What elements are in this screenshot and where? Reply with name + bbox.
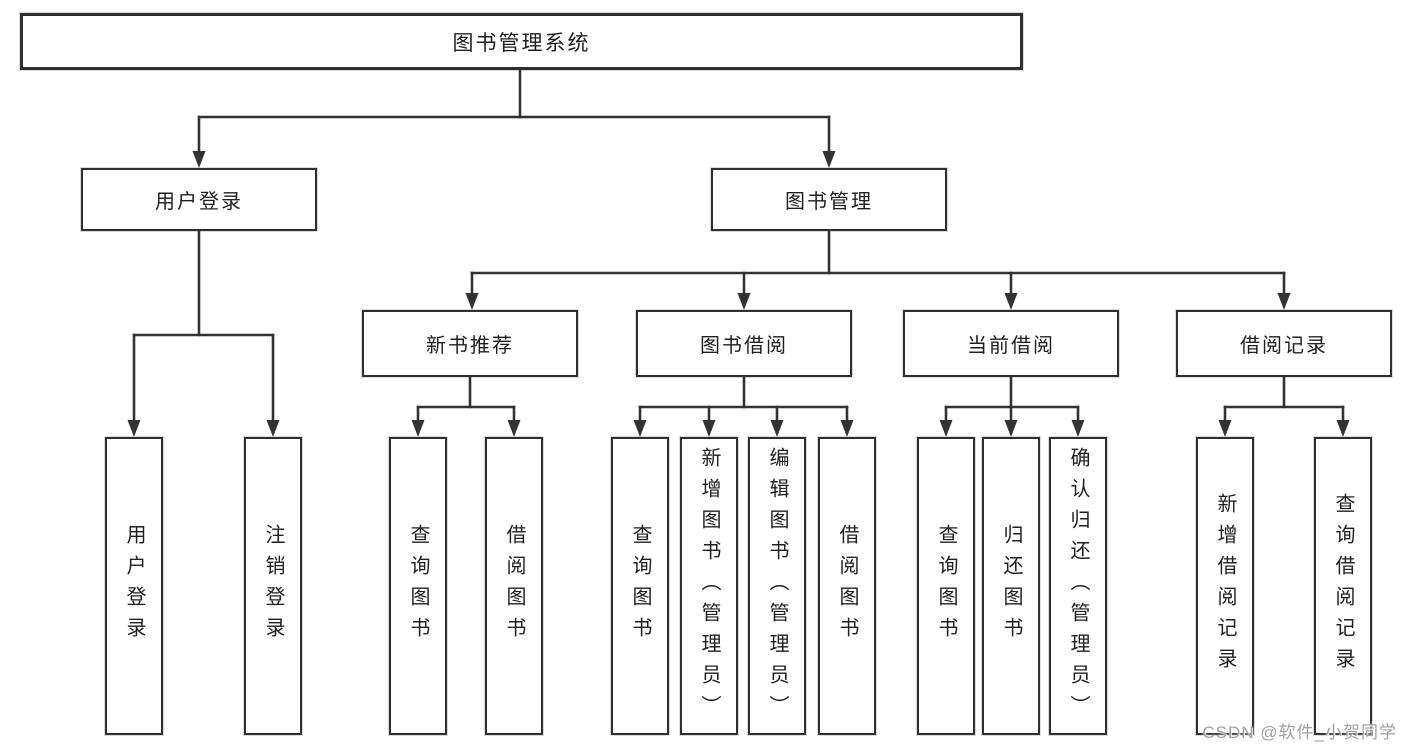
node-label: 新书推荐 xyxy=(426,335,514,357)
node-user-login: 用户登录 xyxy=(81,168,317,231)
node-label: 确认归还（管理员） xyxy=(1067,446,1089,726)
node-label: 编辑图书（管理员） xyxy=(766,446,788,726)
leaf-add-book-admin: 新增图书（管理员） xyxy=(680,437,738,735)
node-label: 查询图书 xyxy=(407,524,429,648)
connector-borrow-records-children xyxy=(1218,375,1350,437)
leaf-query-books-recommend: 查询图书 xyxy=(389,437,447,735)
node-label: 借阅记录 xyxy=(1240,335,1328,357)
leaf-borrow-books-recommend: 借阅图书 xyxy=(485,437,543,735)
node-current-borrow: 当前借阅 xyxy=(903,310,1119,377)
node-new-book-recommend: 新书推荐 xyxy=(362,310,578,377)
node-label: 归还图书 xyxy=(1000,524,1022,648)
leaf-return-book: 归还图书 xyxy=(982,437,1040,735)
node-label: 用户登录 xyxy=(155,191,243,213)
leaf-user-login: 用户登录 xyxy=(105,437,163,735)
node-label: 查询图书 xyxy=(935,524,957,648)
node-label: 查询借阅记录 xyxy=(1332,493,1354,679)
node-borrow-records: 借阅记录 xyxy=(1176,310,1392,377)
leaf-add-borrow-record: 新增借阅记录 xyxy=(1196,437,1254,735)
csdn-watermark: CSDN @软件_小贺同学 xyxy=(1202,723,1397,742)
leaf-query-books-current: 查询图书 xyxy=(917,437,975,735)
node-label: 新增借阅记录 xyxy=(1214,493,1236,679)
node-label: 用户登录 xyxy=(123,524,145,648)
node-book-borrow: 图书借阅 xyxy=(636,310,852,377)
node-label: 注销登录 xyxy=(262,524,284,648)
node-label: 图书管理系统 xyxy=(452,31,591,55)
leaf-logout: 注销登录 xyxy=(244,437,302,735)
node-label: 借阅图书 xyxy=(503,524,525,648)
connector-book-borrow-children xyxy=(633,375,854,437)
connector-book-management-children xyxy=(465,229,1291,310)
leaf-query-books-borrow: 查询图书 xyxy=(611,437,669,735)
leaf-edit-book-admin: 编辑图书（管理员） xyxy=(748,437,806,735)
leaf-confirm-return-admin: 确认归还（管理员） xyxy=(1049,437,1107,735)
node-library-system: 图书管理系统 xyxy=(20,13,1023,70)
node-label: 当前借阅 xyxy=(967,335,1055,357)
connector-root-to-level2 xyxy=(192,68,836,168)
node-book-management: 图书管理 xyxy=(711,168,947,231)
node-label: 借阅图书 xyxy=(836,524,858,648)
node-label: 图书管理 xyxy=(785,191,873,213)
connector-new-book-recommend-children xyxy=(411,375,521,437)
node-label: 图书借阅 xyxy=(700,335,788,357)
leaf-borrow-books-borrow: 借阅图书 xyxy=(818,437,876,735)
leaf-query-borrow-record: 查询借阅记录 xyxy=(1314,437,1372,735)
node-label: 查询图书 xyxy=(629,524,651,648)
connector-current-borrow-children xyxy=(939,375,1085,437)
connector-user-login-children xyxy=(127,229,280,437)
node-label: 新增图书（管理员） xyxy=(698,446,720,726)
